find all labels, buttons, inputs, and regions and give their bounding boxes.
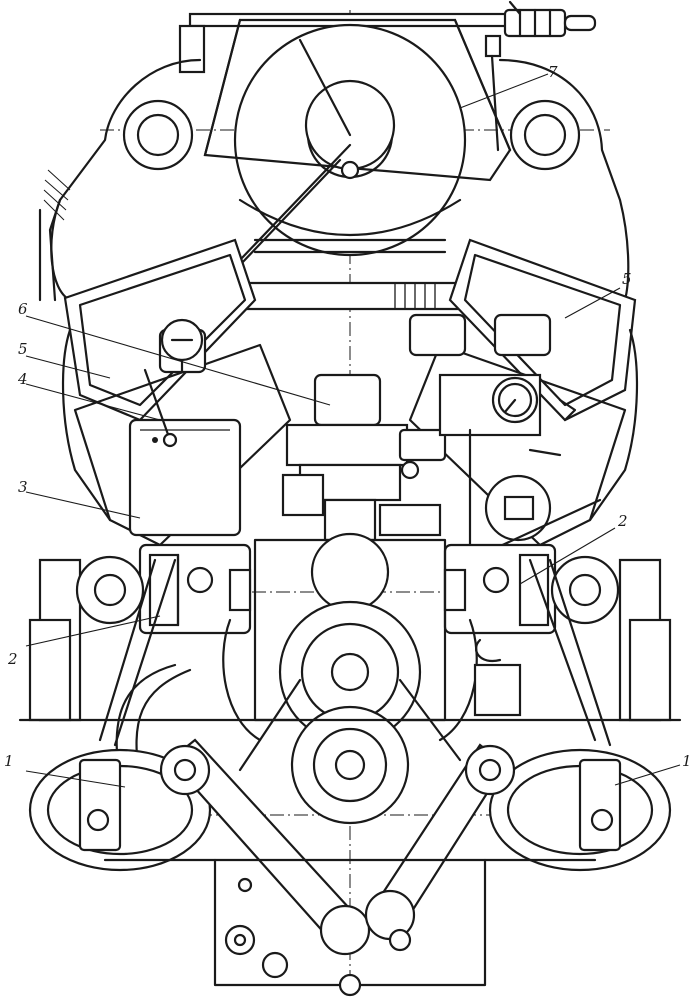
callout-2-right: 2	[617, 512, 628, 530]
filter-housing-3	[128, 418, 242, 537]
callout-5-right: 5	[622, 270, 632, 288]
callout-labels: 7 6 5 5 4 3 2 2 1 1	[4, 63, 692, 770]
callout-1-right: 1	[682, 752, 692, 770]
pipe-right-upper	[475, 558, 612, 747]
callout-5-left: 5	[18, 340, 28, 358]
gear-train-cover	[222, 532, 522, 825]
leader-lines	[25, 73, 681, 788]
callout-4: 4	[17, 370, 28, 388]
side-flange-right	[550, 555, 672, 722]
lower-housing-right-1	[488, 748, 672, 872]
callout-1-left: 1	[4, 752, 14, 770]
lower-diagonal-pipe-right	[364, 743, 516, 941]
turbocharger-left-2	[138, 543, 252, 635]
pinion-gear-left	[160, 318, 204, 374]
oil-sump	[18, 718, 682, 997]
lower-diagonal-pipe-left	[159, 738, 371, 956]
callout-7: 7	[548, 63, 558, 81]
blower-cover-7	[203, 18, 512, 267]
callout-6: 6	[18, 300, 28, 318]
callout-3: 3	[18, 478, 28, 496]
cylinder-bank-right	[408, 328, 639, 547]
turbocharger-right-2	[443, 543, 557, 635]
cylinder-head-left-5	[63, 238, 257, 422]
callout-2-left: 2	[7, 650, 18, 668]
side-flange-left	[28, 555, 145, 722]
instrument-panel	[408, 313, 602, 562]
fuel-pump-6	[281, 373, 447, 542]
